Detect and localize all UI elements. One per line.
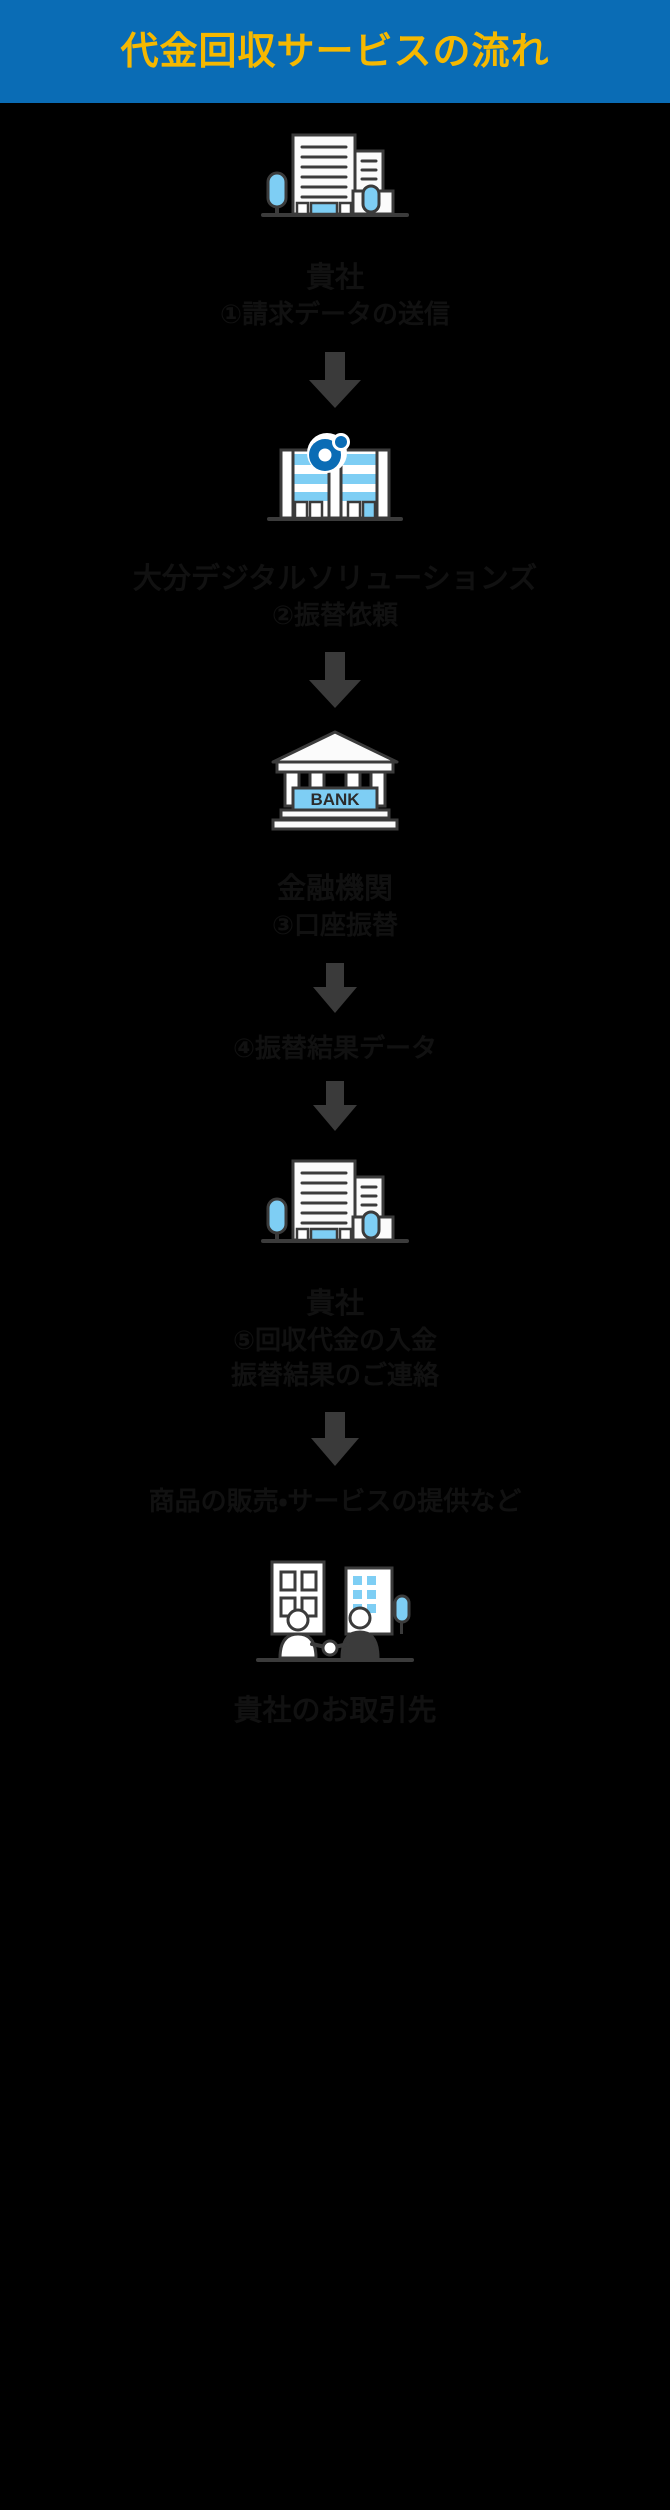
flow-arrow-1 bbox=[305, 351, 365, 410]
flow-step-4-captions: ④振替結果データ bbox=[0, 1031, 670, 1065]
office-building-icon bbox=[261, 1159, 409, 1244]
flow-step-2-captions: 大分デジタルソリューションズ ②振替依頼 bbox=[0, 560, 670, 633]
flow-arrow-3 bbox=[309, 962, 361, 1015]
convenience-store-icon-wrap bbox=[0, 426, 670, 534]
handshake-business-icon bbox=[256, 1560, 414, 1663]
flow-diagram: 貴社 ①請求データの送信 bbox=[0, 103, 670, 1751]
flow-step-3-captions: 金融機関 ③口座振替 bbox=[0, 870, 670, 943]
flow-arrow-5 bbox=[307, 1411, 363, 1468]
flow-step-1: 貴社 ①請求データの送信 bbox=[0, 103, 670, 332]
office-building-icon bbox=[261, 133, 409, 217]
flow-step-7-captions: 貴社のお取引先 bbox=[0, 1692, 670, 1730]
flow-step-3-actor: 金融機関 bbox=[276, 873, 393, 906]
page-title: 代金回収サービスの流れ bbox=[120, 30, 550, 73]
handshake-business-icon-wrap bbox=[0, 1548, 670, 1666]
bank-icon-wrap: BANK bbox=[0, 726, 670, 844]
flow-step-5-label: ⑤回収代金の入金 bbox=[232, 1325, 437, 1356]
flow-step-5: 貴社 ⑤回収代金の入金 振替結果のご連絡 bbox=[0, 1149, 670, 1392]
flow-step-5-label2: 振替結果のご連絡 bbox=[230, 1359, 439, 1390]
flow-step-2: 大分デジタルソリューションズ ②振替依頼 bbox=[0, 426, 670, 633]
flow-step-5-actor: 貴社 bbox=[305, 1288, 364, 1321]
office-building-icon-wrap-2 bbox=[0, 1149, 670, 1259]
flow-step-7: 貴社のお取引先 bbox=[0, 1548, 670, 1730]
flow-step-7-actor: 貴社のお取引先 bbox=[233, 1695, 437, 1728]
flow-step-4-label: ④振替結果データ bbox=[232, 1032, 437, 1063]
flow-step-6: 商品の販売・サービスの提供など bbox=[0, 1484, 670, 1518]
office-building-icon-wrap-1 bbox=[0, 123, 670, 233]
page-header: 代金回収サービスの流れ bbox=[0, 0, 670, 103]
flow-step-5-captions: 貴社 ⑤回収代金の入金 振替結果のご連絡 bbox=[0, 1285, 670, 1392]
flow-step-2-actor: 大分デジタルソリューションズ bbox=[132, 562, 538, 595]
flow-arrow-4 bbox=[309, 1081, 361, 1133]
flow-step-6-captions: 商品の販売・サービスの提供など bbox=[0, 1484, 670, 1518]
flow-step-3-label: ③口座振替 bbox=[271, 910, 398, 941]
flow-step-2-label: ②振替依頼 bbox=[271, 599, 398, 630]
flow-step-4: ④振替結果データ bbox=[0, 1031, 670, 1065]
flow-step-3: BANK 金融機関 ③口座振替 bbox=[0, 726, 670, 943]
flow-step-6-label: 商品の販売・サービスの提供など bbox=[148, 1485, 522, 1516]
flow-step-1-actor: 貴社 bbox=[305, 262, 364, 294]
bank-icon: BANK bbox=[271, 730, 399, 831]
convenience-store-icon bbox=[267, 432, 403, 521]
flow-step-1-label: ①請求データの送信 bbox=[219, 299, 450, 330]
bank-sign-text: BANK bbox=[310, 790, 360, 809]
flow-arrow-2 bbox=[305, 652, 365, 710]
flow-step-1-captions: 貴社 ①請求データの送信 bbox=[0, 259, 670, 332]
